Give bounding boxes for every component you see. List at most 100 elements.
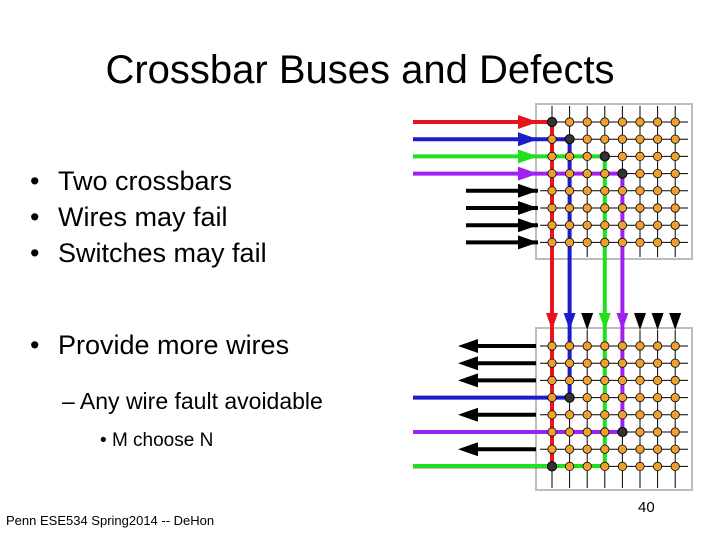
crosspoint-switch [652,427,663,437]
crosspoint-switch [635,410,645,420]
crosspoint-switch [564,358,575,368]
crosspoint-switch [635,220,645,230]
slide-footer: Penn ESE534 Spring2014 -- DeHon [6,513,215,528]
bullet-marker: • [30,166,40,196]
connected-switch [546,116,558,128]
bullet-item: •Switches may fail [30,235,289,271]
crosspoint-switch [652,410,663,420]
crosspoint-switch [582,203,592,213]
crosspoint-switch [617,410,628,420]
crosspoint-switch [564,341,575,351]
sub-sub-bullet-marker: • [100,430,107,451]
crosspoint-switch [635,358,645,368]
crosspoint-switch [617,341,628,351]
crosspoint-switch [635,427,645,437]
crosspoint-switch [547,427,557,437]
crosspoint-switches [546,116,680,472]
crosspoint-switch [582,358,592,368]
crosspoint-switch [670,341,680,351]
crosspoint-switch [547,134,557,144]
crosspoint-switch [582,117,592,127]
crosspoint-switch [635,461,645,471]
connected-switch [546,461,558,472]
crosspoint-switch [600,358,610,368]
crosspoint-switch [635,444,645,454]
crosspoint-switch [582,186,592,196]
crosspoint-switch [652,220,663,230]
crosspoint-switch [564,117,575,127]
crosspoint-switch [670,461,680,471]
crosspoint-switch [635,169,645,179]
crosspoint-switch [547,341,557,351]
input-arrow [518,201,538,215]
crosspoint-switch [670,117,680,127]
crosspoint-switch [617,237,628,247]
sub-bullet-item: – Any wire fault avoidable [62,388,323,415]
connected-switch [599,151,610,162]
crosspoint-switch [652,169,663,179]
crosspoint-switch [617,186,628,196]
crosspoint-switch [617,375,628,385]
crosspoint-switch [582,134,592,144]
bullet-list: •Two crossbars •Wires may fail •Switches… [30,163,289,363]
bullet-marker: • [30,330,40,360]
crosspoint-switch [617,151,628,161]
sub-sub-bullet-text: M choose N [111,430,214,451]
crosspoint-switch [600,186,610,196]
crosspoint-switch [564,444,575,454]
crosspoint-switch [652,375,663,385]
crosspoint-switch [635,203,645,213]
crosspoint-switch [547,151,557,161]
crosspoint-switch [652,444,663,454]
connected-switch [564,392,575,403]
crosspoint-switch [617,117,628,127]
bullet-text: Switches may fail [58,238,267,268]
crosspoint-switch [617,461,628,471]
crosspoint-switch [582,444,592,454]
crosspoint-switch [652,117,663,127]
connected-switch [564,134,575,145]
page-number: 40 [638,499,655,516]
crosspoint-switch [670,151,680,161]
bullet-text: Wires may fail [58,202,228,232]
crosspoint-switch [670,375,680,385]
crosspoint-switch [547,358,557,368]
crosspoint-switch [617,358,628,368]
crosspoint-switch [600,117,610,127]
crosspoint-switch [652,358,663,368]
slide-title: Crossbar Buses and Defects [105,48,615,92]
crosspoint-switch [635,237,645,247]
bullet-item: •Wires may fail [30,199,289,235]
crosspoint-switch [582,375,592,385]
connected-switch [617,168,628,179]
crosspoint-switch [670,169,680,179]
crosspoint-switch [600,410,610,420]
crosspoint-switch [564,220,575,230]
crosspoint-switch [600,237,610,247]
output-arrow [458,339,478,353]
crosspoint-switch [652,237,663,247]
crosspoint-switch [564,169,575,179]
crosspoint-switch [670,134,680,144]
crosspoint-switch [652,341,663,351]
crosspoint-switch [547,237,557,247]
crosspoint-switch [582,237,592,247]
crosspoint-switch [617,134,628,144]
crosspoint-switch [652,186,663,196]
sub-bullet-marker: – [62,388,75,414]
crosspoint-switch [635,392,645,403]
crosspoint-switch [635,341,645,351]
crosspoint-switch [600,169,610,179]
sub-sub-bullet-item: • M choose N [100,430,213,452]
crosspoint-switch [582,392,592,403]
crosspoint-switch [635,375,645,385]
column-arrow [634,313,646,330]
crosspoint-switch [652,203,663,213]
crossbar-top-box [535,103,693,260]
crosspoint-switch [547,444,557,454]
crosspoint-switch [670,203,680,213]
crosspoint-switch [635,186,645,196]
crosspoint-switch [617,220,628,230]
crosspoint-switch [582,151,592,161]
crosspoint-switch [547,410,557,420]
